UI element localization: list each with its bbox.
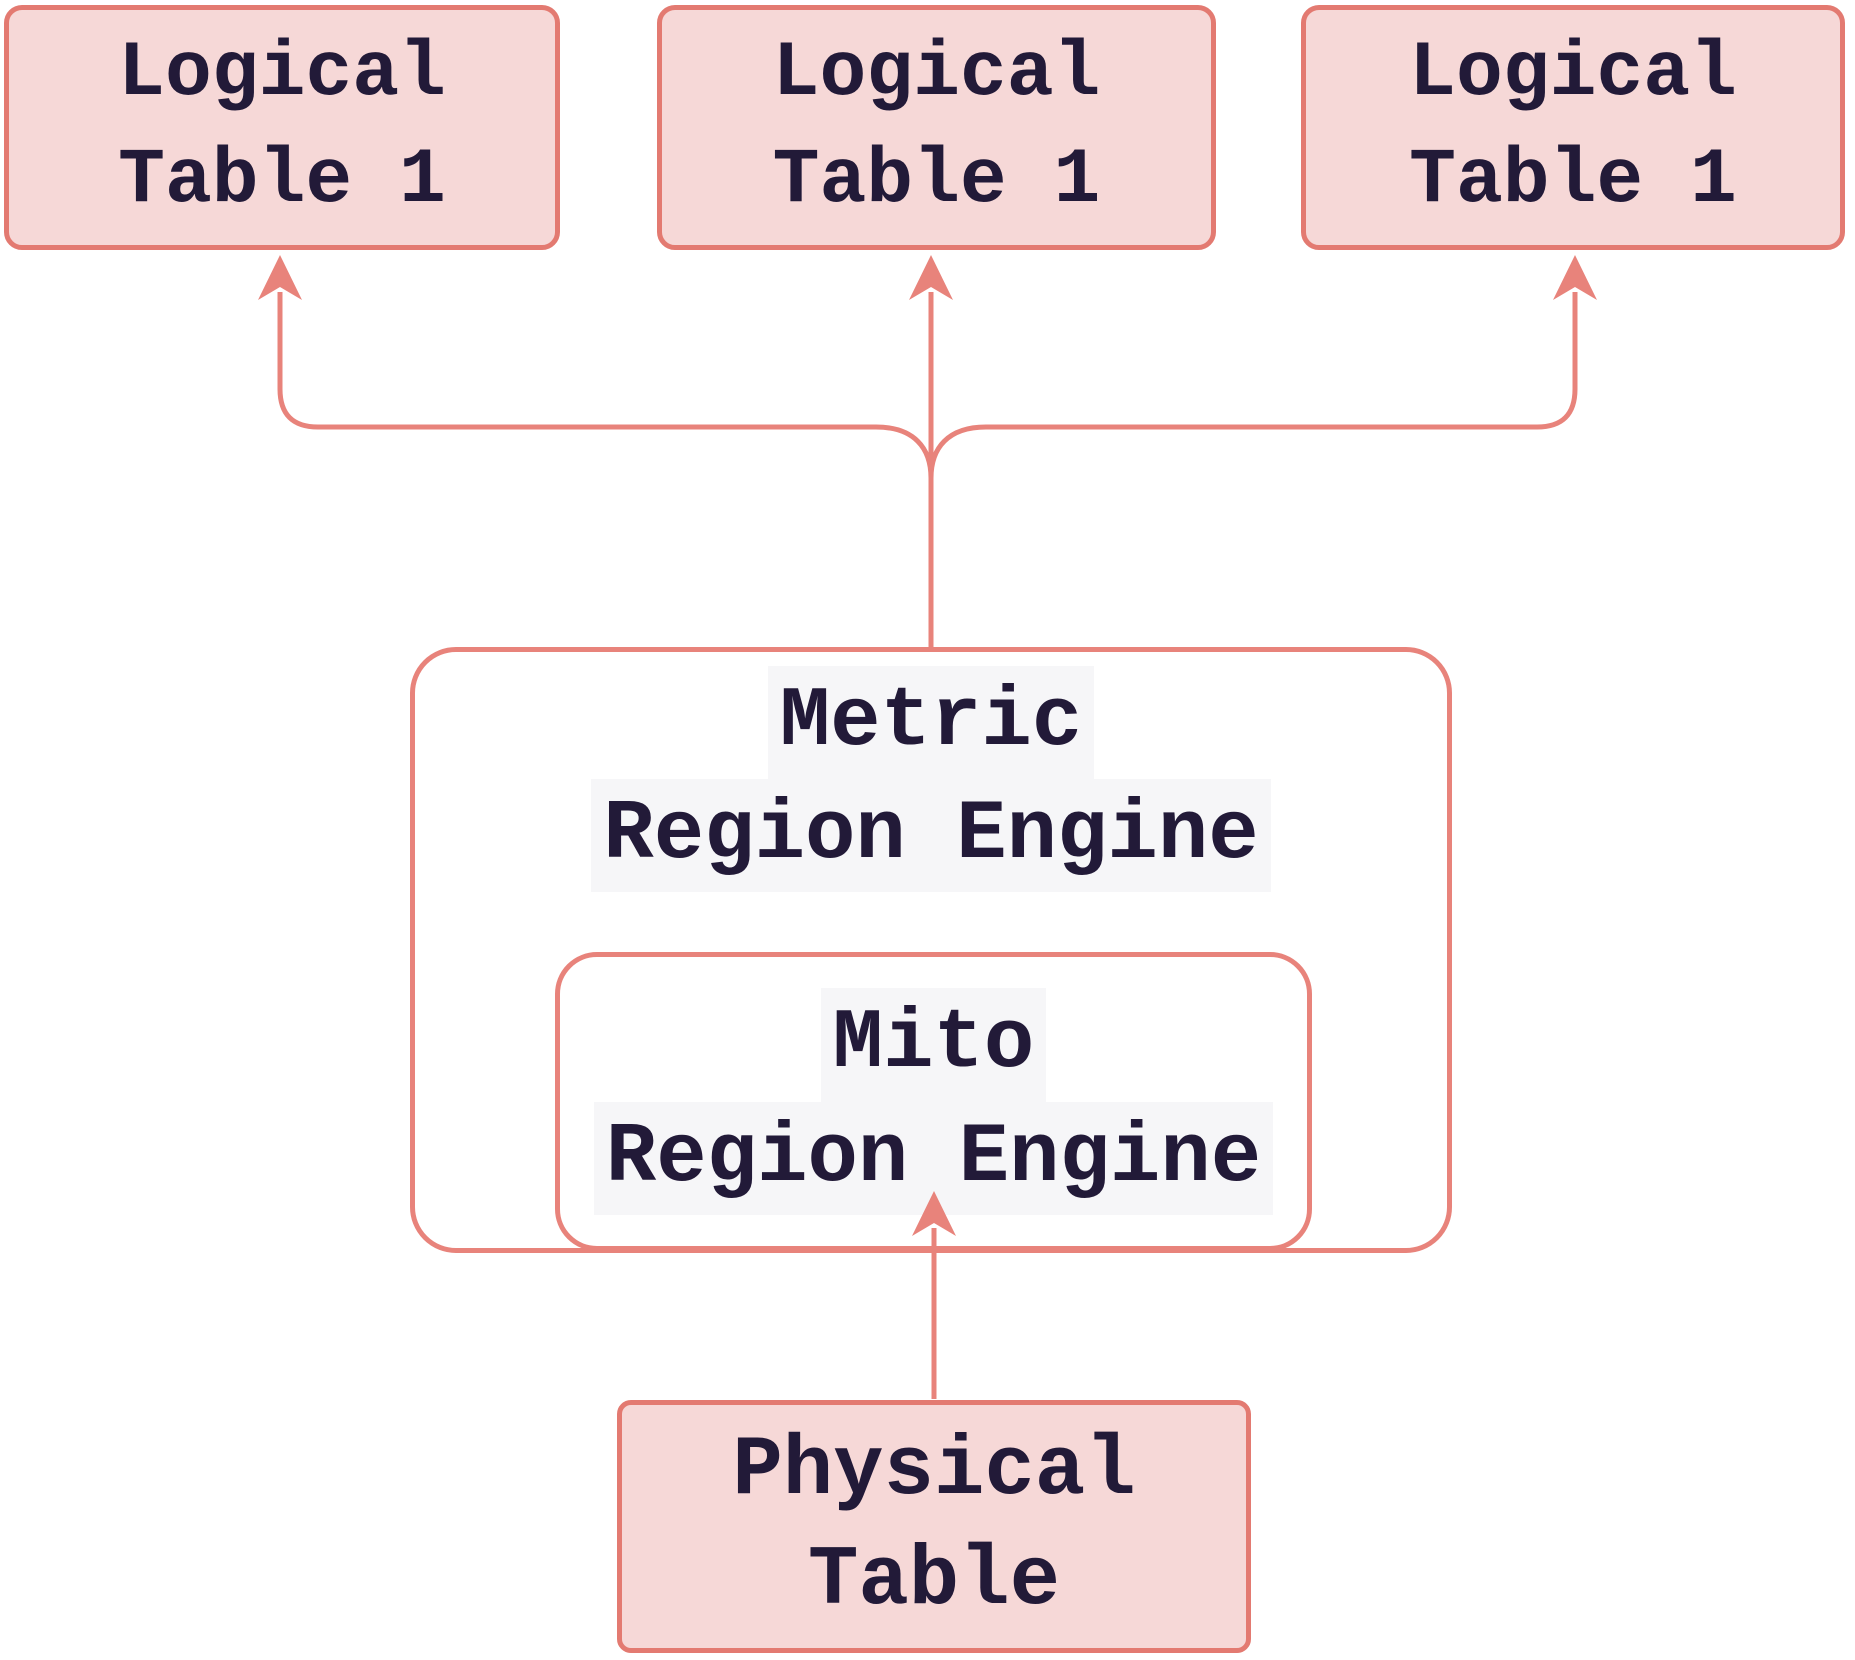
node-physical-table: Physical Table — [617, 1400, 1251, 1653]
arrowhead-logical-right — [1553, 255, 1597, 300]
node-logical-table-1-right: Logical Table 1 — [1301, 5, 1845, 250]
node-label-line: Logical — [772, 30, 1101, 119]
edge-metric-to-logical-left — [277, 292, 934, 479]
node-label-line: Region Engine — [593, 1101, 1274, 1215]
node-label-line: Table 1 — [772, 136, 1101, 225]
node-label-line: Metric — [767, 666, 1095, 780]
node-label-line: Table — [807, 1533, 1061, 1629]
edge-metric-to-logical-right — [928, 292, 1578, 479]
arrowhead-logical-middle — [909, 255, 953, 300]
node-label-line: Region Engine — [591, 779, 1271, 893]
node-label-line: Table 1 — [1409, 136, 1737, 225]
node-label-line: Physical — [732, 1424, 1136, 1520]
node-label-line: Table 1 — [118, 136, 446, 225]
node-label-line: Logical — [118, 30, 446, 119]
node-logical-table-1-middle: Logical Table 1 — [657, 5, 1216, 250]
node-logical-table-1-left: Logical Table 1 — [4, 5, 560, 250]
node-label-line: Mito — [820, 988, 1047, 1102]
arrowhead-logical-left — [258, 255, 302, 300]
node-label-line: Logical — [1409, 30, 1737, 119]
node-mito-region-engine: Mito Region Engine — [555, 952, 1312, 1251]
